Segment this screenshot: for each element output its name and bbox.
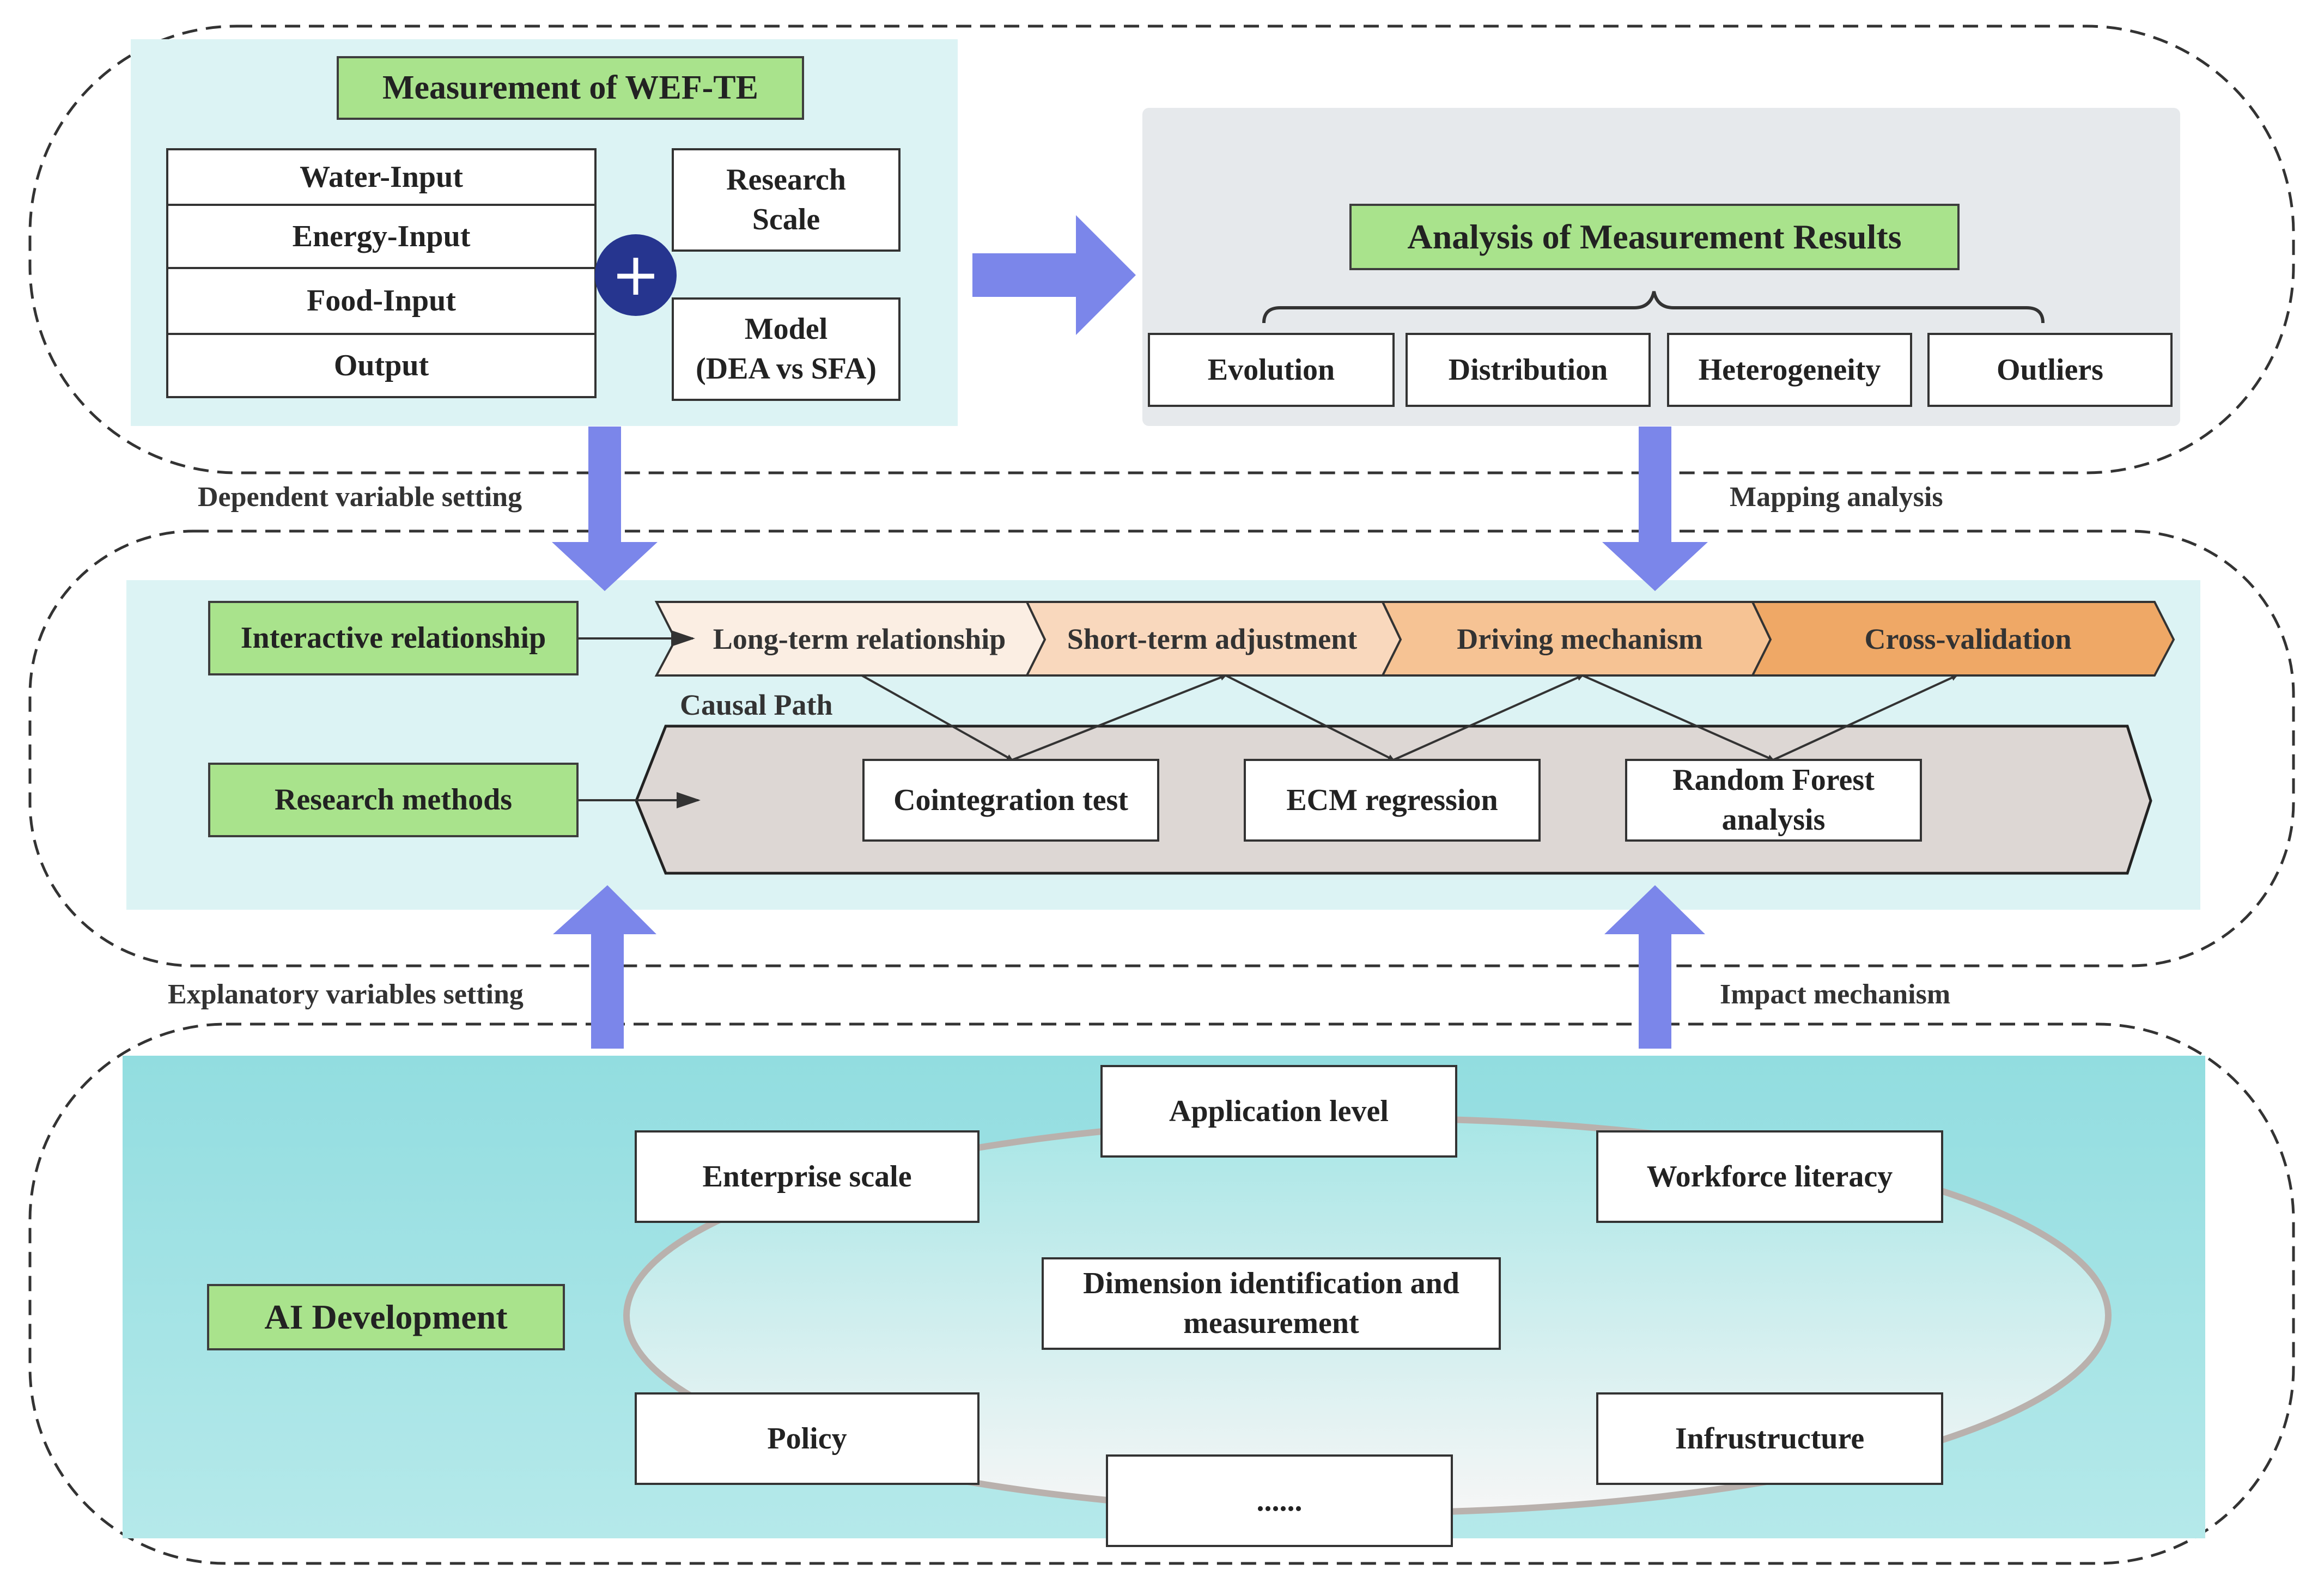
analysis-outliers: Outliers <box>1927 333 2173 407</box>
up-arrow-icon <box>553 885 656 1049</box>
down-arrow-icon <box>1602 427 1708 591</box>
application-level-box: Application level <box>1100 1065 1457 1158</box>
causal-arrow <box>1012 674 1227 761</box>
energy-input-box: Energy-Input <box>166 204 597 269</box>
ai-development-box: AI Development <box>207 1284 565 1350</box>
workforce-literacy-box: Workforce literacy <box>1596 1130 1943 1223</box>
stage-long-term: Long-term relationship <box>713 622 1006 655</box>
random-forest-box: Random Forest analysis <box>1625 759 1922 842</box>
research-methods-box: Research methods <box>208 763 579 837</box>
center-dimension-box: Dimension identification and measurement <box>1042 1257 1501 1350</box>
causal-arrow <box>1225 674 1395 761</box>
food-input-box: Food-Input <box>166 267 597 335</box>
mapping-analysis-label: Mapping analysis <box>1730 482 1943 513</box>
enterprise-scale-box: Enterprise scale <box>635 1130 980 1223</box>
analysis-heterogeneity: Heterogeneity <box>1667 333 1912 407</box>
interactive-relationship-box: Interactive relationship <box>208 601 579 675</box>
stage-shape-cross <box>1750 601 2175 677</box>
down-arrow-icon <box>552 427 658 591</box>
causal-arrow <box>1582 674 1774 761</box>
top-section-outline <box>28 25 2295 474</box>
dependent-variable-label: Dependent variable setting <box>198 482 522 513</box>
bottom-section-outline <box>28 1022 2295 1565</box>
up-arrow-icon <box>1604 885 1705 1049</box>
ecm-regression-box: ECM regression <box>1244 759 1541 842</box>
causal-path-label: Causal Path <box>680 689 833 721</box>
causal-arrow <box>1393 674 1584 761</box>
impact-mechanism-label: Impact mechanism <box>1720 979 1951 1010</box>
water-input-box: Water-Input <box>166 148 597 206</box>
model-box: Model (DEA vs SFA) <box>672 297 901 401</box>
explanatory-variables-label: Explanatory variables setting <box>168 979 524 1010</box>
middle-section-outline <box>28 529 2295 967</box>
causal-arrow <box>861 674 1013 761</box>
measurement-title: Measurement of WEF-TE <box>337 56 804 120</box>
research-scale-box: Research Scale <box>672 148 901 252</box>
output-box: Output <box>166 333 597 398</box>
causal-arrow <box>1773 674 1958 761</box>
stage-driving: Driving mechanism <box>1457 622 1703 655</box>
stage-short-term: Short-term adjustment <box>1067 622 1358 655</box>
brace-icon <box>1262 291 2045 324</box>
right-arrow-icon <box>972 215 1136 335</box>
analysis-evolution: Evolution <box>1148 333 1395 407</box>
ellipsis-box: ...... <box>1106 1454 1453 1547</box>
plus-icon: + <box>595 234 677 316</box>
analysis-title: Analysis of Measurement Results <box>1349 204 1960 270</box>
analysis-distribution: Distribution <box>1406 333 1651 407</box>
infrastructure-box: Infrustructure <box>1596 1392 1943 1485</box>
stage-cross-validation: Cross-validation <box>1864 622 2072 655</box>
policy-box: Policy <box>635 1392 980 1485</box>
cointegration-test-box: Cointegration test <box>862 759 1159 842</box>
